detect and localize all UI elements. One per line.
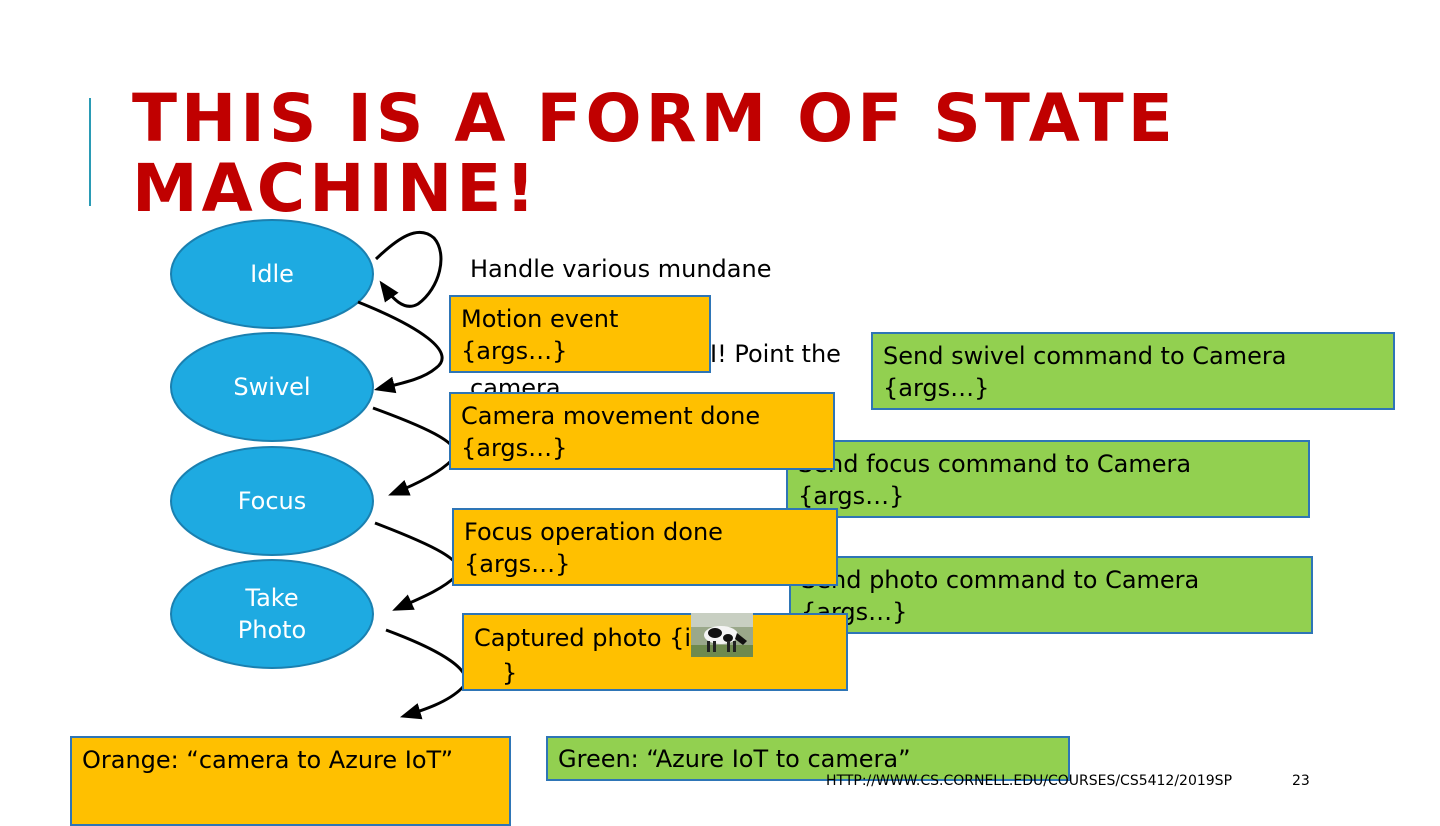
self-loop-arrow	[374, 231, 443, 308]
note-mundane: Handle various mundane	[470, 255, 772, 283]
event-captured-photo-box: Captured photo {i }	[462, 613, 848, 691]
title-accent-bar	[89, 98, 91, 206]
state-swivel-label: Swivel	[233, 373, 311, 401]
cow-photo-icon	[691, 613, 754, 657]
note-point-camera: I! Point the	[710, 340, 841, 368]
page-number: 23	[1292, 773, 1310, 789]
legend-orange-box: Orange: “camera to Azure IoT”	[70, 736, 511, 826]
state-focus-ellipse[interactable]	[170, 446, 374, 556]
state-idle-label: Idle	[250, 260, 294, 288]
captured-photo-text: Captured photo {i	[474, 624, 692, 652]
command-photo-box: Send photo command to Camera {args…}	[789, 556, 1313, 634]
transition-idle-swivel-arrow	[357, 300, 444, 394]
event-focus-done-box: Focus operation done {args…}	[452, 508, 838, 586]
state-idle-ellipse[interactable]	[170, 219, 374, 329]
command-swivel-box: Send swivel command to Camera {args…}	[871, 332, 1395, 410]
footer-url[interactable]: HTTP://WWW.CS.CORNELL.EDU/COURSES/CS5412…	[826, 773, 1233, 789]
slide-title: THIS IS A FORM OF STATE MACHINE!	[132, 80, 1177, 227]
captured-photo-closing: }	[502, 659, 518, 687]
event-motion-box: Motion event {args…}	[449, 295, 711, 373]
transition-swivel-focus-arrow	[372, 406, 457, 496]
state-swivel-ellipse[interactable]	[170, 332, 374, 442]
state-take-photo-label: Take Photo	[237, 584, 307, 644]
transition-focus-photo-arrow	[374, 521, 461, 611]
state-take-photo-ellipse[interactable]	[170, 559, 374, 669]
state-focus-label: Focus	[237, 487, 307, 515]
transition-photo-idle-arrow	[385, 628, 468, 720]
event-camera-movement-box: Camera movement done {args…}	[449, 392, 835, 470]
command-focus-box: Send focus command to Camera {args…}	[786, 440, 1310, 518]
legend-green-box: Green: “Azure IoT to camera”	[546, 736, 1070, 781]
